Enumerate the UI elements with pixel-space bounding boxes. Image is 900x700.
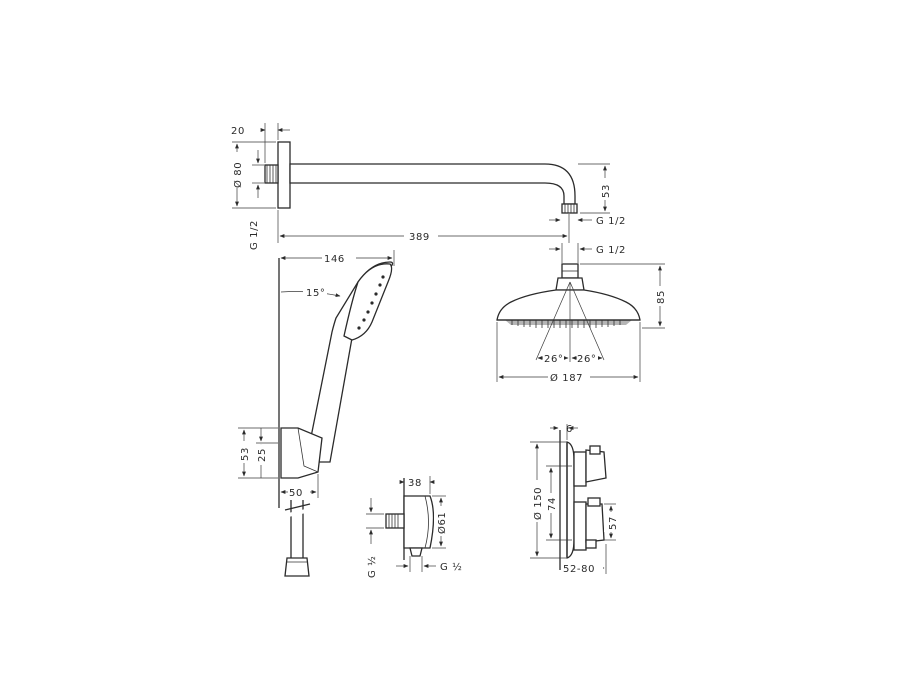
- dim-hand-length: 146: [324, 254, 345, 265]
- dim-arm-outlet-thread: G 1/2: [596, 216, 626, 227]
- shower-arm-group: 20 Ø 80 G 1/2 53 G 1/2 389: [230, 123, 626, 250]
- shower-arm-pipe: [289, 163, 576, 205]
- thermostat-top-handle: [585, 449, 607, 483]
- thermostat-bottom-base: [573, 501, 587, 551]
- hose-nut: [284, 557, 310, 577]
- dim-thermo-depth: 6: [566, 424, 573, 435]
- arm-wall-flange: [277, 141, 291, 209]
- dim-head-angle-right: 26°: [577, 354, 597, 365]
- thermostat-group: 6 Ø 150 74 57 52-80: [530, 424, 619, 575]
- hand-shower-holder: [280, 427, 323, 479]
- dim-thermo-install-depth: 52-80: [563, 564, 595, 575]
- hand-shower-nozzles: [357, 275, 385, 330]
- dim-thermo-handle: 57: [608, 516, 619, 530]
- elbow-bottom-nipple: [409, 547, 423, 557]
- wall-elbow-group: 38 Ø61 G ½ G ½: [366, 476, 462, 578]
- shower-head-group: G 1/2 85 26° 26° Ø 187: [496, 243, 667, 384]
- dim-head-dia: Ø 187: [550, 372, 583, 384]
- dim-holder-width: 50: [289, 488, 303, 499]
- dim-arm-drop: 53: [601, 184, 612, 198]
- arm-thread-nipple: [264, 164, 279, 184]
- dim-elbow-thread-bottom: G ½: [440, 561, 462, 573]
- dim-thermo-spacing: 74: [547, 497, 558, 511]
- dim-holder-height: 53: [240, 447, 251, 461]
- arm-thread-hatch: [266, 165, 277, 183]
- dim-head-height: 85: [656, 290, 667, 304]
- thermostat-bottom-knob: [587, 497, 601, 507]
- hand-shower-group: 146 15° 53 25 50: [238, 250, 395, 577]
- thermostat-top-knob: [589, 445, 601, 455]
- thermostat-plate: [566, 441, 575, 559]
- dim-head-inlet-thread: G 1/2: [596, 245, 626, 256]
- dim-thermo-dia: Ø 150: [532, 487, 544, 520]
- dim-wall-depth: 20: [231, 126, 245, 137]
- dim-hand-angle: 15°: [306, 288, 326, 299]
- dim-arm-length: 389: [409, 232, 430, 243]
- dim-elbow-dia: Ø61: [436, 512, 448, 534]
- dim-flange-dia: Ø 80: [232, 162, 244, 188]
- hand-shower-face: [343, 263, 393, 341]
- elbow-body: [403, 495, 435, 549]
- dim-elbow-thread-vertical: G ½: [366, 556, 378, 578]
- arm-outlet-thread: [561, 203, 578, 214]
- dim-head-angle-left: 26°: [544, 354, 564, 365]
- shower-head-body: [496, 289, 641, 321]
- dim-elbow-depth: 38: [408, 478, 422, 489]
- head-nozzles: [511, 320, 621, 328]
- dim-arm-thread: G 1/2: [249, 220, 260, 250]
- dim-holder-offset: 25: [257, 448, 268, 462]
- thermostat-bottom-handle: [585, 503, 605, 543]
- thermostat-top-base: [573, 451, 587, 487]
